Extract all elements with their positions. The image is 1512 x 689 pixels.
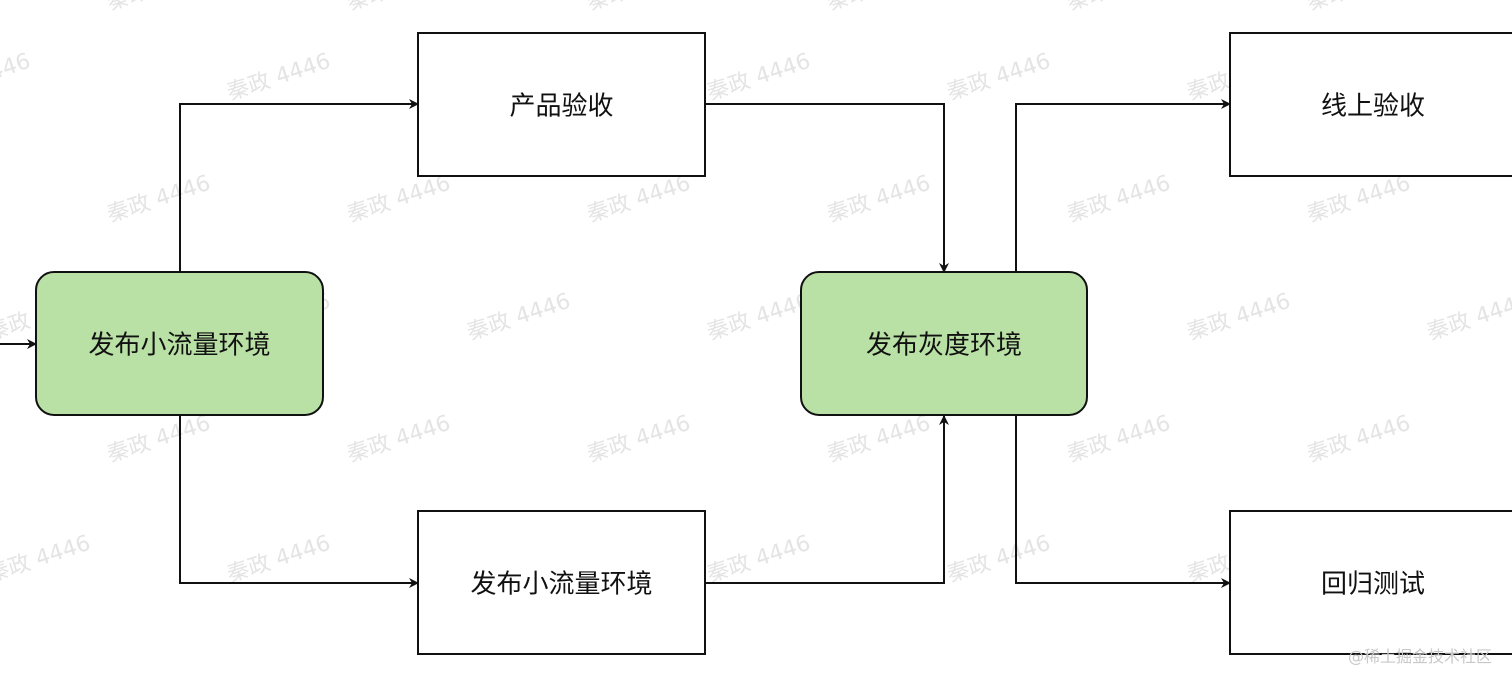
watermark-text: 秦政 4446 xyxy=(1424,289,1512,346)
edge-release-small-to-product-acceptance xyxy=(179,99,419,272)
watermark-text: 秦政 4446 xyxy=(0,531,94,588)
watermark-text: 秦政 4446 xyxy=(344,411,453,468)
watermark-text: 秦政 4446 xyxy=(344,0,453,16)
watermark-text: 秦政 4446 xyxy=(344,171,453,228)
watermark-text: 秦政 4446 xyxy=(704,289,813,346)
watermark-text: 秦政 4446 xyxy=(104,171,213,228)
watermark-text: 秦政 4446 xyxy=(1064,411,1173,468)
watermark-text: 秦政 4446 xyxy=(944,49,1053,106)
watermark-text: 秦政 4446 xyxy=(1064,0,1173,16)
watermark-text: 秦政 4446 xyxy=(824,411,933,468)
watermark-text: 秦政 4446 xyxy=(824,0,933,16)
watermark-text: 秦政 4446 xyxy=(1064,171,1173,228)
node-label: 发布小流量环境 xyxy=(470,570,652,600)
watermark-text: 秦政 4446 xyxy=(104,0,213,16)
watermark-text: 秦政 4446 xyxy=(704,531,813,588)
node-label: 发布灰度环境 xyxy=(866,331,1022,361)
watermark-text: 秦政 4446 xyxy=(1184,289,1293,346)
node-box xyxy=(1229,32,1512,177)
node-box xyxy=(800,271,1088,416)
watermark-text: 秦政 4446 xyxy=(464,289,573,346)
node-release-small-flow-2[interactable]: 发布小流量环境 xyxy=(417,510,706,655)
watermark-text: 秦政 4446 xyxy=(704,49,813,106)
node-gray-release[interactable]: 发布灰度环境 xyxy=(800,271,1088,416)
edge-release-small-2-to-gray-release xyxy=(706,415,949,584)
watermark-text: 秦政 4446 xyxy=(584,171,693,228)
watermark-text: 秦政 4446 xyxy=(224,531,333,588)
node-label: 产品验收 xyxy=(509,92,613,122)
credit-watermark: @稀土掘金技术社区 xyxy=(1347,647,1492,666)
node-release-small-flow[interactable]: 发布小流量环境 xyxy=(35,271,324,416)
edge-layer xyxy=(0,99,1231,588)
node-label: 回归测试 xyxy=(1321,570,1425,600)
node-regression-test[interactable]: 回归测试 xyxy=(1229,510,1512,655)
node-label: 线上验收 xyxy=(1321,92,1425,122)
node-online-acceptance[interactable]: 线上验收 xyxy=(1229,32,1512,177)
watermark-text: 秦政 4446 xyxy=(584,0,693,16)
watermark-text: 秦政 4446 xyxy=(824,171,933,228)
watermark-text: 秦政 4446 xyxy=(1304,171,1413,228)
node-box xyxy=(1229,510,1512,655)
edge-gray-release-to-online-acceptance xyxy=(1015,99,1231,272)
watermark-text: 秦政 4446 xyxy=(1304,0,1413,16)
node-box xyxy=(417,510,706,655)
watermark-text: 秦政 4446 xyxy=(104,411,213,468)
edge-gray-release-to-regression-test xyxy=(1015,416,1231,588)
node-label: 发布小流量环境 xyxy=(88,331,270,361)
watermark-text: 秦政 4446 xyxy=(1304,411,1413,468)
edge-product-acceptance-to-gray-release xyxy=(706,103,949,273)
node-product-acceptance[interactable]: 产品验收 xyxy=(417,32,706,177)
watermark-text: 秦政 4446 xyxy=(944,531,1053,588)
watermark-text: 秦政 4446 xyxy=(0,49,34,106)
watermark-text: 秦政 4446 xyxy=(224,49,333,106)
watermark-text: 秦政 4446 xyxy=(584,411,693,468)
node-box xyxy=(35,271,324,416)
edge-release-small-to-release-small-2 xyxy=(179,416,419,588)
node-box xyxy=(417,32,706,177)
